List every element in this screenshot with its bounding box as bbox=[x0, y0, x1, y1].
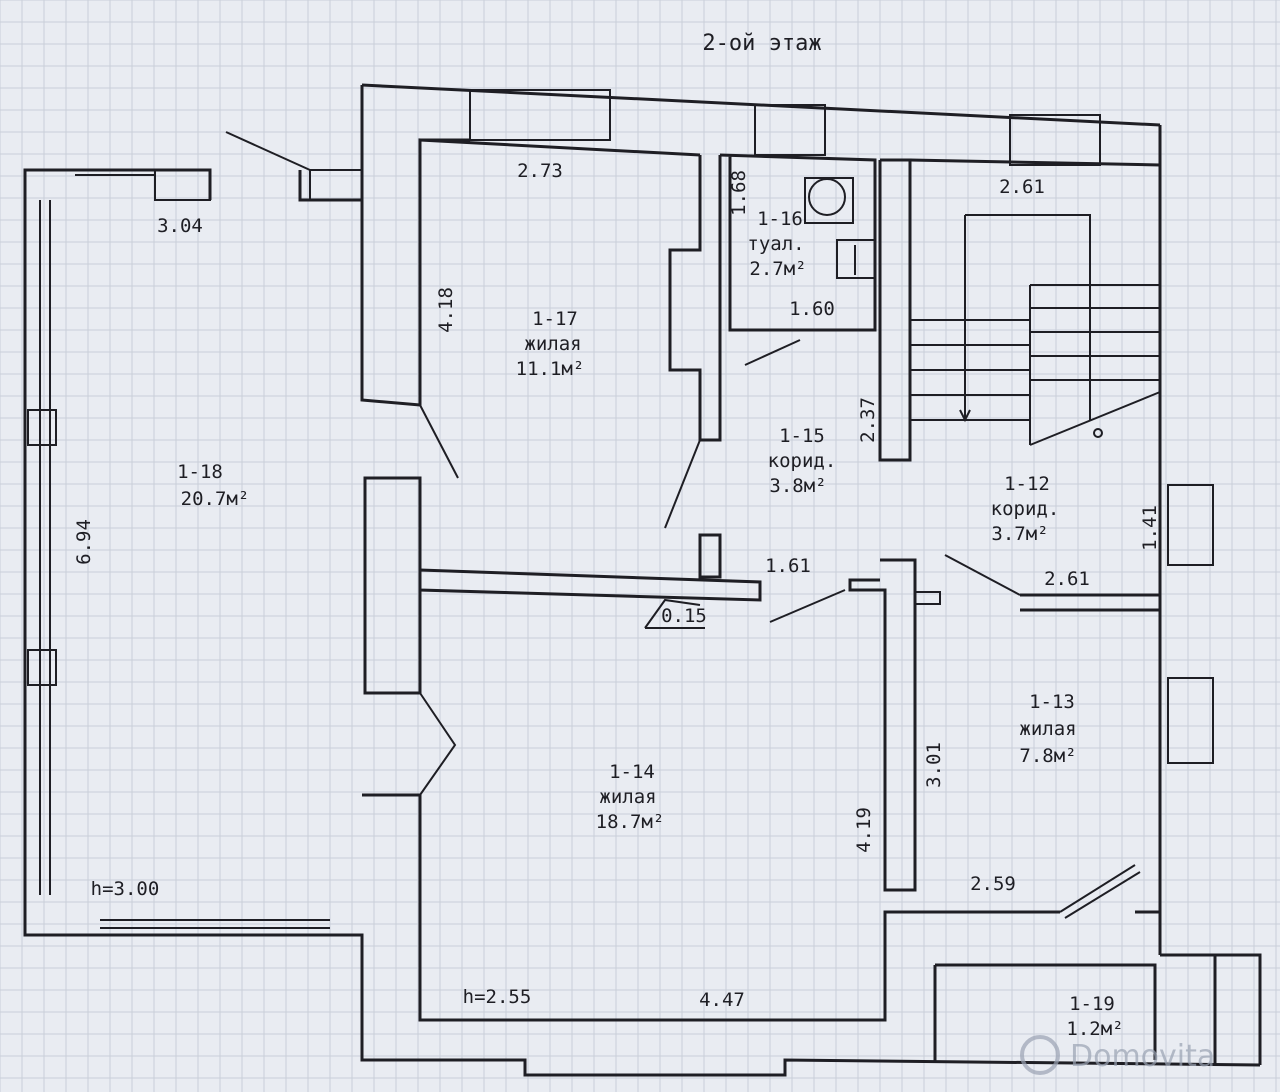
staircase bbox=[910, 214, 1161, 446]
room-1-16-number: 1-16 bbox=[757, 208, 803, 230]
dim-label: 2.37 bbox=[857, 397, 879, 443]
dim-label: 4.47 bbox=[699, 989, 745, 1011]
ceiling-height-label: h=3.00 bbox=[91, 878, 160, 900]
room-1-16-area: 2.7м² bbox=[749, 258, 806, 280]
room-1-18-area: 20.7м² bbox=[181, 488, 250, 510]
room-1-18-number: 1-18 bbox=[177, 461, 223, 483]
room-1-15-number: 1-15 bbox=[779, 425, 825, 447]
outer-walls bbox=[23, 83, 1262, 1077]
dimension-labels: 3.04 2.73 1.68 2.61 4.18 1.60 2.37 6.94 … bbox=[73, 160, 1161, 1011]
room-1-17-number: 1-17 bbox=[532, 308, 578, 330]
dim-label: 1.60 bbox=[789, 298, 835, 320]
dim-label: 1.68 bbox=[728, 170, 750, 216]
watermark: Domovita bbox=[1020, 1035, 1215, 1075]
room-1-13-number: 1-13 bbox=[1029, 691, 1075, 713]
room-1-17-type: жилая bbox=[524, 333, 581, 355]
room-1-19-area: 1.2м² bbox=[1066, 1018, 1123, 1040]
dim-label: 0.15 bbox=[661, 605, 707, 627]
plan-title: 2-ой этаж bbox=[702, 31, 821, 56]
room-1-16-type: туал. bbox=[747, 233, 804, 255]
toilet-fixtures bbox=[804, 177, 876, 279]
room-1-14-area: 18.7м² bbox=[596, 811, 665, 833]
room-1-15-area: 3.8м² bbox=[769, 475, 826, 497]
room-1-12-area: 3.7м² bbox=[991, 523, 1048, 545]
doors bbox=[225, 131, 1141, 919]
dim-label: 2.61 bbox=[1044, 568, 1090, 590]
room-1-12-type: корид. bbox=[991, 498, 1060, 520]
dim-label: 1.41 bbox=[1139, 505, 1161, 551]
watermark-text: Domovita bbox=[1070, 1039, 1215, 1074]
dim-label: 4.19 bbox=[853, 807, 875, 853]
dim-label: 3.04 bbox=[157, 215, 203, 237]
room-1-14-number: 1-14 bbox=[609, 761, 655, 783]
room-labels: 1-18 20.7м² 1-17 жилая 11.1м² 1-16 туал.… bbox=[177, 208, 1123, 1040]
dim-label: 4.18 bbox=[435, 287, 457, 333]
dim-label: 2.73 bbox=[517, 160, 563, 182]
room-1-15-type: корид. bbox=[768, 450, 837, 472]
room-1-12-number: 1-12 bbox=[1004, 473, 1050, 495]
room-1-19-number: 1-19 bbox=[1069, 993, 1115, 1015]
dim-label: 2.61 bbox=[999, 176, 1045, 198]
watermark-logo-icon bbox=[1020, 1035, 1060, 1075]
room-1-14-type: жилая bbox=[599, 786, 656, 808]
dim-label: 2.59 bbox=[970, 873, 1016, 895]
ceiling-height-label: h=2.55 bbox=[463, 986, 532, 1008]
dim-label: 6.94 bbox=[73, 519, 95, 565]
interior-walls bbox=[360, 138, 1162, 1062]
dim-label: 1.61 bbox=[765, 555, 811, 577]
room-1-13-type: жилая bbox=[1019, 718, 1076, 740]
room-1-17-area: 11.1м² bbox=[516, 358, 585, 380]
room-1-13-area: 7.8м² bbox=[1019, 745, 1076, 767]
dim-label: 3.01 bbox=[923, 742, 945, 788]
